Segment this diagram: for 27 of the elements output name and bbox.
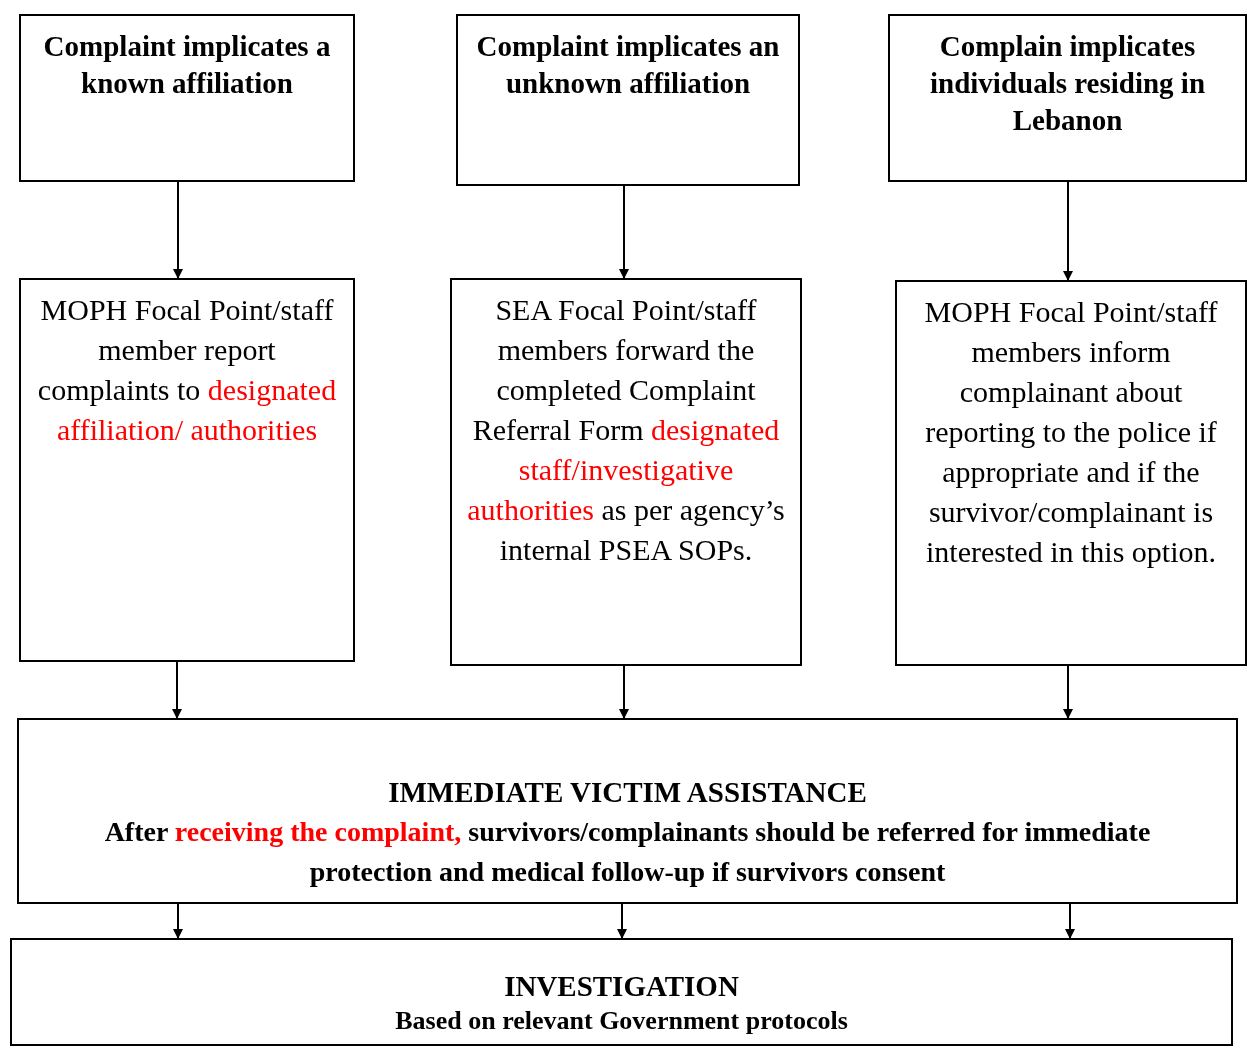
arrow xyxy=(617,903,627,939)
arrow xyxy=(619,665,629,719)
box-text: MOPH Focal Point/staff members inform complainant about reporting to the police if appropriate and if the survivor/complainant is interested in this option. xyxy=(923,294,1219,570)
arrow xyxy=(173,181,183,279)
box-heading: Complaint implicates an unknown affiliation xyxy=(475,29,781,101)
box-heading: IMMEDIATE VICTIM ASSISTANCE xyxy=(387,775,868,810)
arrow xyxy=(619,185,629,279)
box-text: MOPH Focal Point/staff member report complaints to designated affiliation/ authorities xyxy=(36,292,338,448)
process-box xyxy=(895,280,1247,666)
box-text: SEA Focal Point/staff members forward the completed Complaint Referral Form designated staff/investigative authorities as per agency’s internal PSEA SOPs. xyxy=(466,292,786,568)
arrow xyxy=(173,903,183,939)
process-box xyxy=(450,278,802,666)
box-heading: INVESTIGATION xyxy=(503,969,740,1004)
process-box xyxy=(19,278,355,662)
box-text: After receiving the complaint, survivors/complainants should be referred for immediate protection and medical follow-up if survivors consent xyxy=(103,815,1152,889)
investigation-box xyxy=(10,938,1233,1046)
arrow xyxy=(1063,181,1073,281)
box-heading: Complaint implicates a known affiliation xyxy=(42,29,332,101)
arrow xyxy=(1063,665,1073,719)
box-text: Based on relevant Government protocols xyxy=(394,1005,849,1037)
arrow xyxy=(172,661,182,719)
arrow xyxy=(1065,903,1075,939)
box-heading: Complain implicates individuals residing in Lebanon xyxy=(928,29,1207,138)
source-box xyxy=(456,14,800,186)
source-box xyxy=(19,14,355,182)
assistance-box xyxy=(17,718,1238,904)
source-box xyxy=(888,14,1247,182)
